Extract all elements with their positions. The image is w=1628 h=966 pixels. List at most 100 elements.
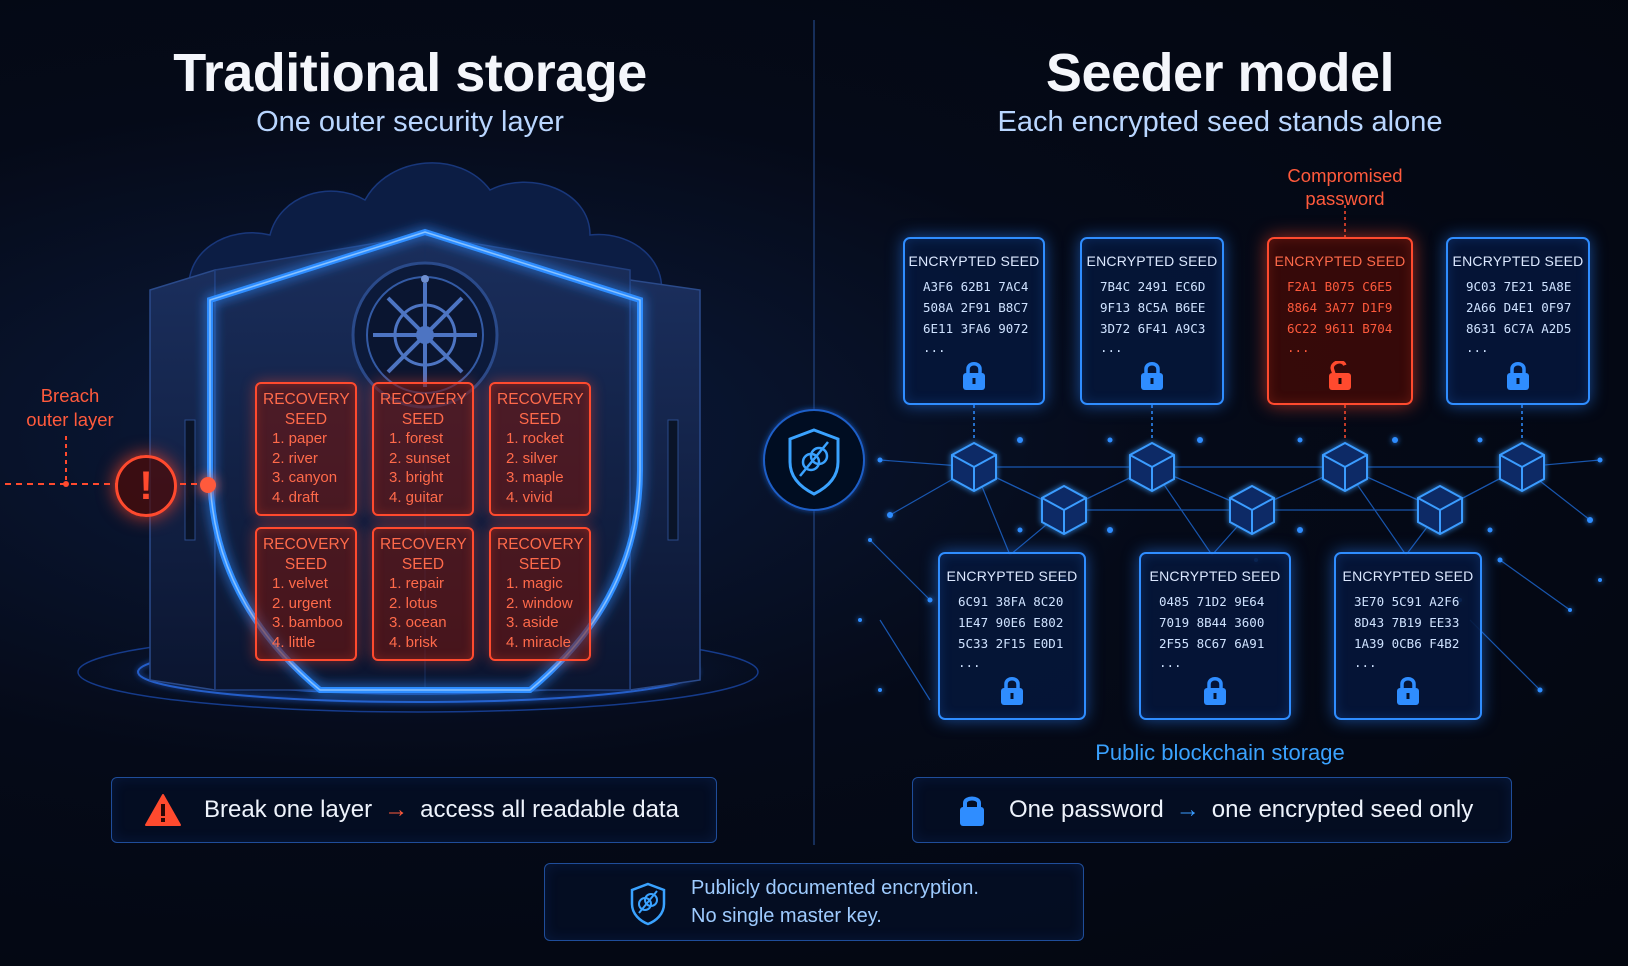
recovery-seed-word: 4. guitar bbox=[389, 488, 444, 506]
hex-line: A3F6 62B1 7AC4 bbox=[923, 279, 1029, 294]
recovery-seed-word: 3. ocean bbox=[389, 614, 447, 631]
breach-label-line-2: outer layer bbox=[26, 409, 114, 430]
alert-icon: ! bbox=[115, 455, 177, 517]
hex-line: F2A1 B075 C6E5 bbox=[1287, 279, 1393, 294]
center-shield-badge bbox=[763, 409, 865, 511]
recovery-seed-word: 2. silver bbox=[506, 449, 558, 467]
breach-point-dot bbox=[200, 477, 216, 493]
encrypted-seed-hex: F2A1 B075 C6E5 8864 3A77 D1F9 6C22 9611 B7… bbox=[1269, 276, 1411, 339]
right-summary-after: one encrypted seed only bbox=[1211, 796, 1474, 823]
hex-line: 6C22 9611 B704 bbox=[1287, 321, 1393, 336]
breach-label: Breach outer layer bbox=[0, 384, 140, 432]
hex-ellipsis: ... bbox=[1100, 340, 1123, 355]
recovery-seed-word: 1. forest bbox=[389, 430, 444, 447]
encrypted-seed-card: ENCRYPTED SEED 0485 71D2 9E64 7019 8B44 36… bbox=[1139, 552, 1291, 720]
vault-left-door bbox=[149, 268, 216, 691]
recovery-seed-word: 2. sunset bbox=[389, 449, 450, 467]
breach-label-line-1: Breach bbox=[40, 385, 100, 406]
hex-line: 1A39 0CB6 F4B2 bbox=[1354, 636, 1460, 651]
recovery-seed-heading: RECOVERY bbox=[263, 536, 350, 553]
recovery-seed-heading: SEED bbox=[401, 555, 445, 573]
compromised-label-line-1: Compromised bbox=[1287, 165, 1403, 186]
hex-line: 3D72 6F41 A9C3 bbox=[1100, 321, 1206, 336]
warning-triangle-icon bbox=[145, 794, 181, 826]
recovery-seed-word: 3. maple bbox=[506, 469, 564, 486]
recovery-seed-heading: RECOVERY bbox=[380, 391, 467, 408]
hex-line: 0485 71D2 9E64 bbox=[1159, 594, 1265, 609]
recovery-seed-word: 4. miracle bbox=[506, 633, 572, 651]
right-subtitle: Each encrypted seed stands alone bbox=[997, 106, 1443, 138]
recovery-seed-word: 2. urgent bbox=[272, 594, 332, 612]
recovery-seed-heading: SEED bbox=[284, 410, 328, 428]
hex-ellipsis: ... bbox=[1159, 655, 1182, 670]
encrypted-seed-hex: A3F6 62B1 7AC4 508A 2F91 B8C7 6E11 3FA6 90… bbox=[905, 276, 1043, 339]
recovery-seed-heading: RECOVERY bbox=[380, 536, 467, 553]
recovery-seed-word: 4. vivid bbox=[506, 488, 553, 506]
recovery-seed-word: 3. bamboo bbox=[272, 614, 343, 631]
hex-ellipsis: ... bbox=[1466, 340, 1489, 355]
recovery-seed-word: 1. repair bbox=[389, 575, 445, 592]
compromised-label-line-2: password bbox=[1305, 188, 1385, 209]
hex-line: 7B4C 2491 EC6D bbox=[1100, 279, 1206, 294]
compromised-encrypted-seed-card: ENCRYPTED SEED F2A1 B075 C6E5 8864 3A77 D1… bbox=[1267, 237, 1413, 405]
encrypted-seed-heading: ENCRYPTED SEED bbox=[1274, 253, 1406, 269]
recovery-seed-word: 3. canyon bbox=[272, 469, 338, 486]
recovery-seed-word: 1. rocket bbox=[506, 430, 564, 447]
padlock-icon bbox=[960, 796, 984, 826]
recovery-seed-card: RECOVERY SEED 1. forest 2. sunset 3. bright 4… bbox=[372, 382, 474, 516]
left-summary-before: Break one layer bbox=[204, 796, 373, 823]
public-storage-label: Public blockchain storage bbox=[1095, 740, 1345, 765]
blockchain-cubes bbox=[951, 441, 1545, 536]
center-note-text: Publicly documented encryption. No singl… bbox=[691, 874, 979, 930]
encrypted-seed-heading: ENCRYPTED SEED bbox=[1086, 253, 1218, 269]
recovery-seed-heading: RECOVERY bbox=[497, 536, 584, 553]
left-summary-arrow: → bbox=[384, 796, 409, 823]
hex-line: 9F13 8C5A B6EE bbox=[1100, 300, 1206, 315]
recovery-seed-heading: SEED bbox=[401, 410, 445, 428]
encrypted-seed-heading: ENCRYPTED SEED bbox=[1452, 253, 1584, 269]
center-note-box: Publicly documented encryption. No singl… bbox=[544, 863, 1084, 941]
recovery-seed-word: 4. little bbox=[272, 633, 316, 651]
encrypted-seed-hex: 7B4C 2491 EC6D 9F13 8C5A B6EE 3D72 6F41 A9… bbox=[1082, 276, 1222, 339]
hex-line: 8864 3A77 D1F9 bbox=[1287, 300, 1393, 315]
seed-connectors bbox=[973, 205, 1523, 440]
hex-line: 8631 6C7A A2D5 bbox=[1466, 321, 1572, 336]
hex-line: 7019 8B44 3600 bbox=[1159, 615, 1265, 630]
hex-line: 508A 2F91 B8C7 bbox=[923, 300, 1029, 315]
recovery-seed-heading: SEED bbox=[518, 410, 562, 428]
hex-ellipsis: ... bbox=[1287, 340, 1310, 355]
recovery-seed-word: 2. window bbox=[506, 594, 573, 612]
hex-ellipsis: ... bbox=[958, 655, 981, 670]
left-title: Traditional storage bbox=[173, 43, 647, 103]
hex-line: 6C91 38FA 8C20 bbox=[958, 594, 1064, 609]
hex-line: 3E70 5C91 A2F6 bbox=[1354, 594, 1460, 609]
encrypted-seed-heading: ENCRYPTED SEED bbox=[908, 253, 1040, 269]
recovery-seed-heading: SEED bbox=[284, 555, 328, 573]
recovery-seed-heading: SEED bbox=[518, 555, 562, 573]
hex-line: 6E11 3FA6 9072 bbox=[923, 321, 1029, 336]
recovery-seed-word: 3. aside bbox=[506, 614, 559, 631]
center-note-line-2: No single master key. bbox=[691, 905, 882, 927]
right-summary-arrow: → bbox=[1175, 796, 1200, 823]
center-note-line-1: Publicly documented encryption. bbox=[691, 877, 979, 899]
encrypted-seed-card: ENCRYPTED SEED 7B4C 2491 EC6D 9F13 8C5A B6… bbox=[1080, 237, 1224, 405]
recovery-seed-word: 4. brisk bbox=[389, 633, 438, 651]
right-summary-before: One password bbox=[1009, 796, 1164, 823]
encrypted-seed-heading: ENCRYPTED SEED bbox=[1149, 568, 1281, 584]
encrypted-seed-heading: ENCRYPTED SEED bbox=[1342, 568, 1474, 584]
recovery-seed-word: 3. bright bbox=[389, 469, 444, 486]
left-summary-box: Break one layer → access all readable da… bbox=[111, 777, 717, 843]
recovery-seed-word: 1. paper bbox=[272, 430, 328, 447]
right-summary-box: One password → one encrypted seed only bbox=[912, 777, 1512, 843]
